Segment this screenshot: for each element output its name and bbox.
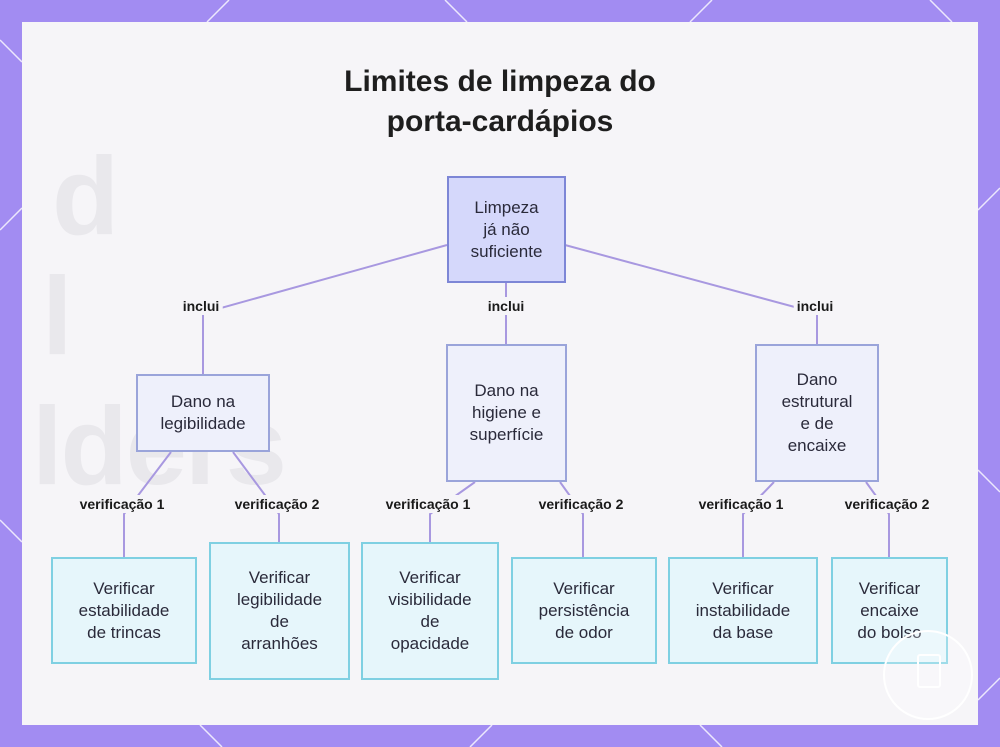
menu-holder-icon [883,630,973,720]
node-structural-damage: Dano estrutural e de encaixe [755,344,879,482]
edge-label-check-1: verificação 1 [76,495,168,513]
edge-label-includes: inclui [179,297,223,315]
diagram-title: Limites de limpeza do porta-cardápios [344,65,656,138]
node-check-scratch-legibility: Verificar legibilidade de arranhões [209,542,350,680]
edge-root-structural [564,244,818,344]
edge-label-check-2: verificação 2 [535,495,627,513]
edge-label-includes: inclui [793,297,837,315]
edge-label-check-2: verificação 2 [841,495,933,513]
node-root-cleaning-insufficient: Limpeza já não suficiente [447,176,566,283]
background-text: l [42,255,73,378]
edge-hygiene-opacity [429,481,476,542]
edge-structural-base [742,481,775,557]
node-legibility-damage: Dano na legibilidade [136,374,270,452]
edge-label-check-1: verificação 1 [382,495,474,513]
node-check-opacity-visibility: Verificar visibilidade de opacidade [361,542,499,680]
edge-label-check-1: verificação 1 [695,495,787,513]
edge-label-includes: inclui [484,297,528,315]
node-check-base-instability: Verificar instabilidade da base [668,557,818,664]
edge-legibility-cracks [123,451,172,557]
edge-structural-pocket [865,481,890,557]
edge-legibility-scratches [232,451,280,542]
background-text: d [52,135,119,258]
edge-hygiene-odor [559,481,584,557]
node-check-crack-stability: Verificar estabilidade de trincas [51,557,197,664]
node-check-odor-persistence: Verificar persistência de odor [511,557,657,664]
edge-label-check-2: verificação 2 [231,495,323,513]
node-hygiene-damage: Dano na higiene e superfície [446,344,567,482]
edge-root-legibility [202,244,448,374]
